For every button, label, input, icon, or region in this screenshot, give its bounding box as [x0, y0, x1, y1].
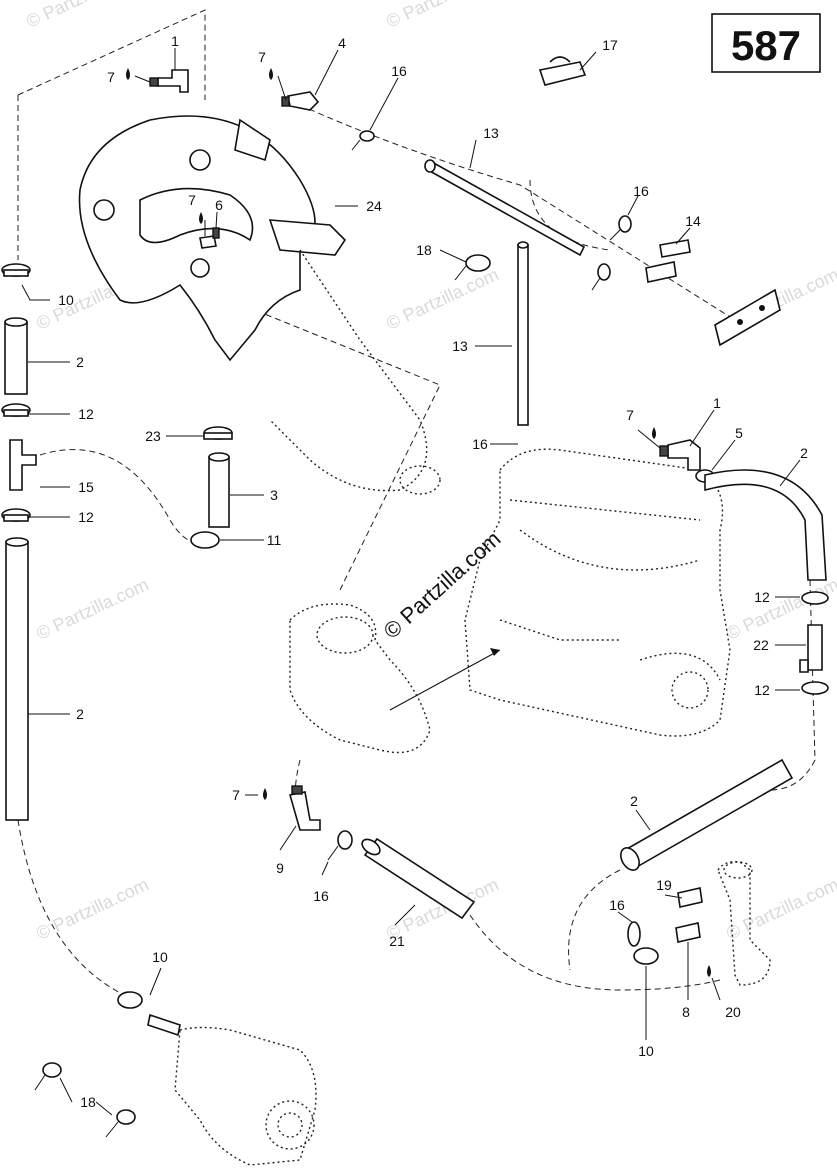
hose-21 [361, 837, 476, 920]
callout-2: 2 [800, 445, 808, 461]
callout-2: 2 [76, 354, 84, 370]
fitting-9 [288, 785, 321, 831]
callout-11: 11 [267, 532, 282, 548]
oil-drop-icon [199, 212, 203, 224]
callout-labels: 1 7 7 4 16 17 13 24 7 6 16 14 18 10 2 13… [58, 33, 808, 1110]
callout-14: 14 [685, 213, 701, 229]
callout-7: 7 [107, 69, 115, 85]
fitting-1-top [149, 69, 189, 93]
pump-housing [289, 603, 501, 754]
callout-1: 1 [713, 395, 721, 411]
oil-drop-icons [126, 68, 711, 977]
watermark-text: © Partzilla.com [23, 0, 141, 32]
callout-2: 2 [630, 793, 638, 809]
callout-17: 17 [602, 37, 618, 53]
callout-16: 16 [633, 183, 649, 199]
callout-5: 5 [735, 425, 743, 441]
page-number-box: 587 [711, 13, 821, 73]
callout-21: 21 [389, 933, 405, 949]
clamp-16-top [351, 130, 375, 151]
oil-drop-icon [652, 427, 656, 439]
callout-13: 13 [452, 338, 468, 354]
watermark-main: © Partzilla.com [379, 526, 506, 644]
callout-23: 23 [145, 428, 161, 444]
callout-1: 1 [171, 33, 179, 49]
right-hose-assembly [659, 439, 829, 695]
callout-7: 7 [232, 787, 240, 803]
hose-routing-lines [17, 9, 816, 1001]
callout-7: 7 [188, 192, 196, 208]
watermark-text: © Partzilla.com [723, 874, 837, 943]
callout-3: 3 [270, 487, 278, 503]
left-hose-assembly [1, 263, 37, 821]
clamp-16-right [591, 215, 632, 291]
watermark-text: © Partzilla.com [33, 874, 151, 943]
callout-2: 2 [76, 706, 84, 722]
engine-block [464, 448, 731, 737]
callout-9: 9 [276, 860, 284, 876]
callout-6: 6 [215, 197, 223, 213]
hose-2-lower [620, 758, 794, 871]
fitting-6 [199, 227, 220, 249]
callout-16: 16 [313, 888, 329, 904]
callout-20: 20 [725, 1004, 741, 1020]
clamp-18-top [454, 254, 491, 281]
bracket-17 [538, 56, 587, 86]
page-number: 587 [731, 22, 801, 69]
callout-10: 10 [152, 949, 168, 965]
clamps-18-bottom [34, 1062, 136, 1138]
callout-16: 16 [472, 436, 488, 452]
watermark-text: © Partzilla.com [33, 574, 151, 643]
oil-drop-icon [707, 965, 711, 977]
callout-7: 7 [626, 407, 634, 423]
fitting-4 [281, 91, 320, 111]
callout-22: 22 [753, 637, 769, 653]
callout-12: 12 [754, 682, 770, 698]
callout-10: 10 [638, 1043, 654, 1059]
callout-15: 15 [78, 479, 94, 495]
leader-lines [21, 48, 806, 1116]
callout-13: 13 [483, 125, 499, 141]
callout-10: 10 [58, 292, 74, 308]
callout-24: 24 [366, 198, 382, 214]
jet-pump-housing [117, 991, 317, 1166]
hose-3-assembly [190, 426, 233, 549]
callout-18: 18 [416, 242, 432, 258]
oil-drop-icon [269, 68, 273, 80]
callout-12: 12 [78, 406, 94, 422]
callout-12: 12 [754, 589, 770, 605]
callout-19: 19 [656, 877, 672, 893]
fittings-14 [645, 239, 691, 283]
tube-13-vertical [517, 241, 529, 426]
callout-8: 8 [682, 1004, 690, 1020]
oil-drop-icon [126, 68, 130, 80]
watermark-text: © Partzilla.com [383, 264, 501, 333]
mounting-plate [714, 288, 781, 347]
tube-13-horizontal [424, 159, 586, 257]
callout-16: 16 [609, 897, 625, 913]
clamp-16-lower [327, 830, 353, 861]
exhaust-manifold [78, 115, 441, 495]
water-outlet [627, 860, 771, 986]
callout-12: 12 [78, 509, 94, 525]
callout-7: 7 [258, 49, 266, 65]
callout-4: 4 [338, 35, 346, 51]
oil-drop-icon [263, 788, 267, 800]
callout-16: 16 [391, 63, 407, 79]
watermark-text: © Partzilla.com [383, 0, 501, 32]
callout-18: 18 [80, 1094, 96, 1110]
